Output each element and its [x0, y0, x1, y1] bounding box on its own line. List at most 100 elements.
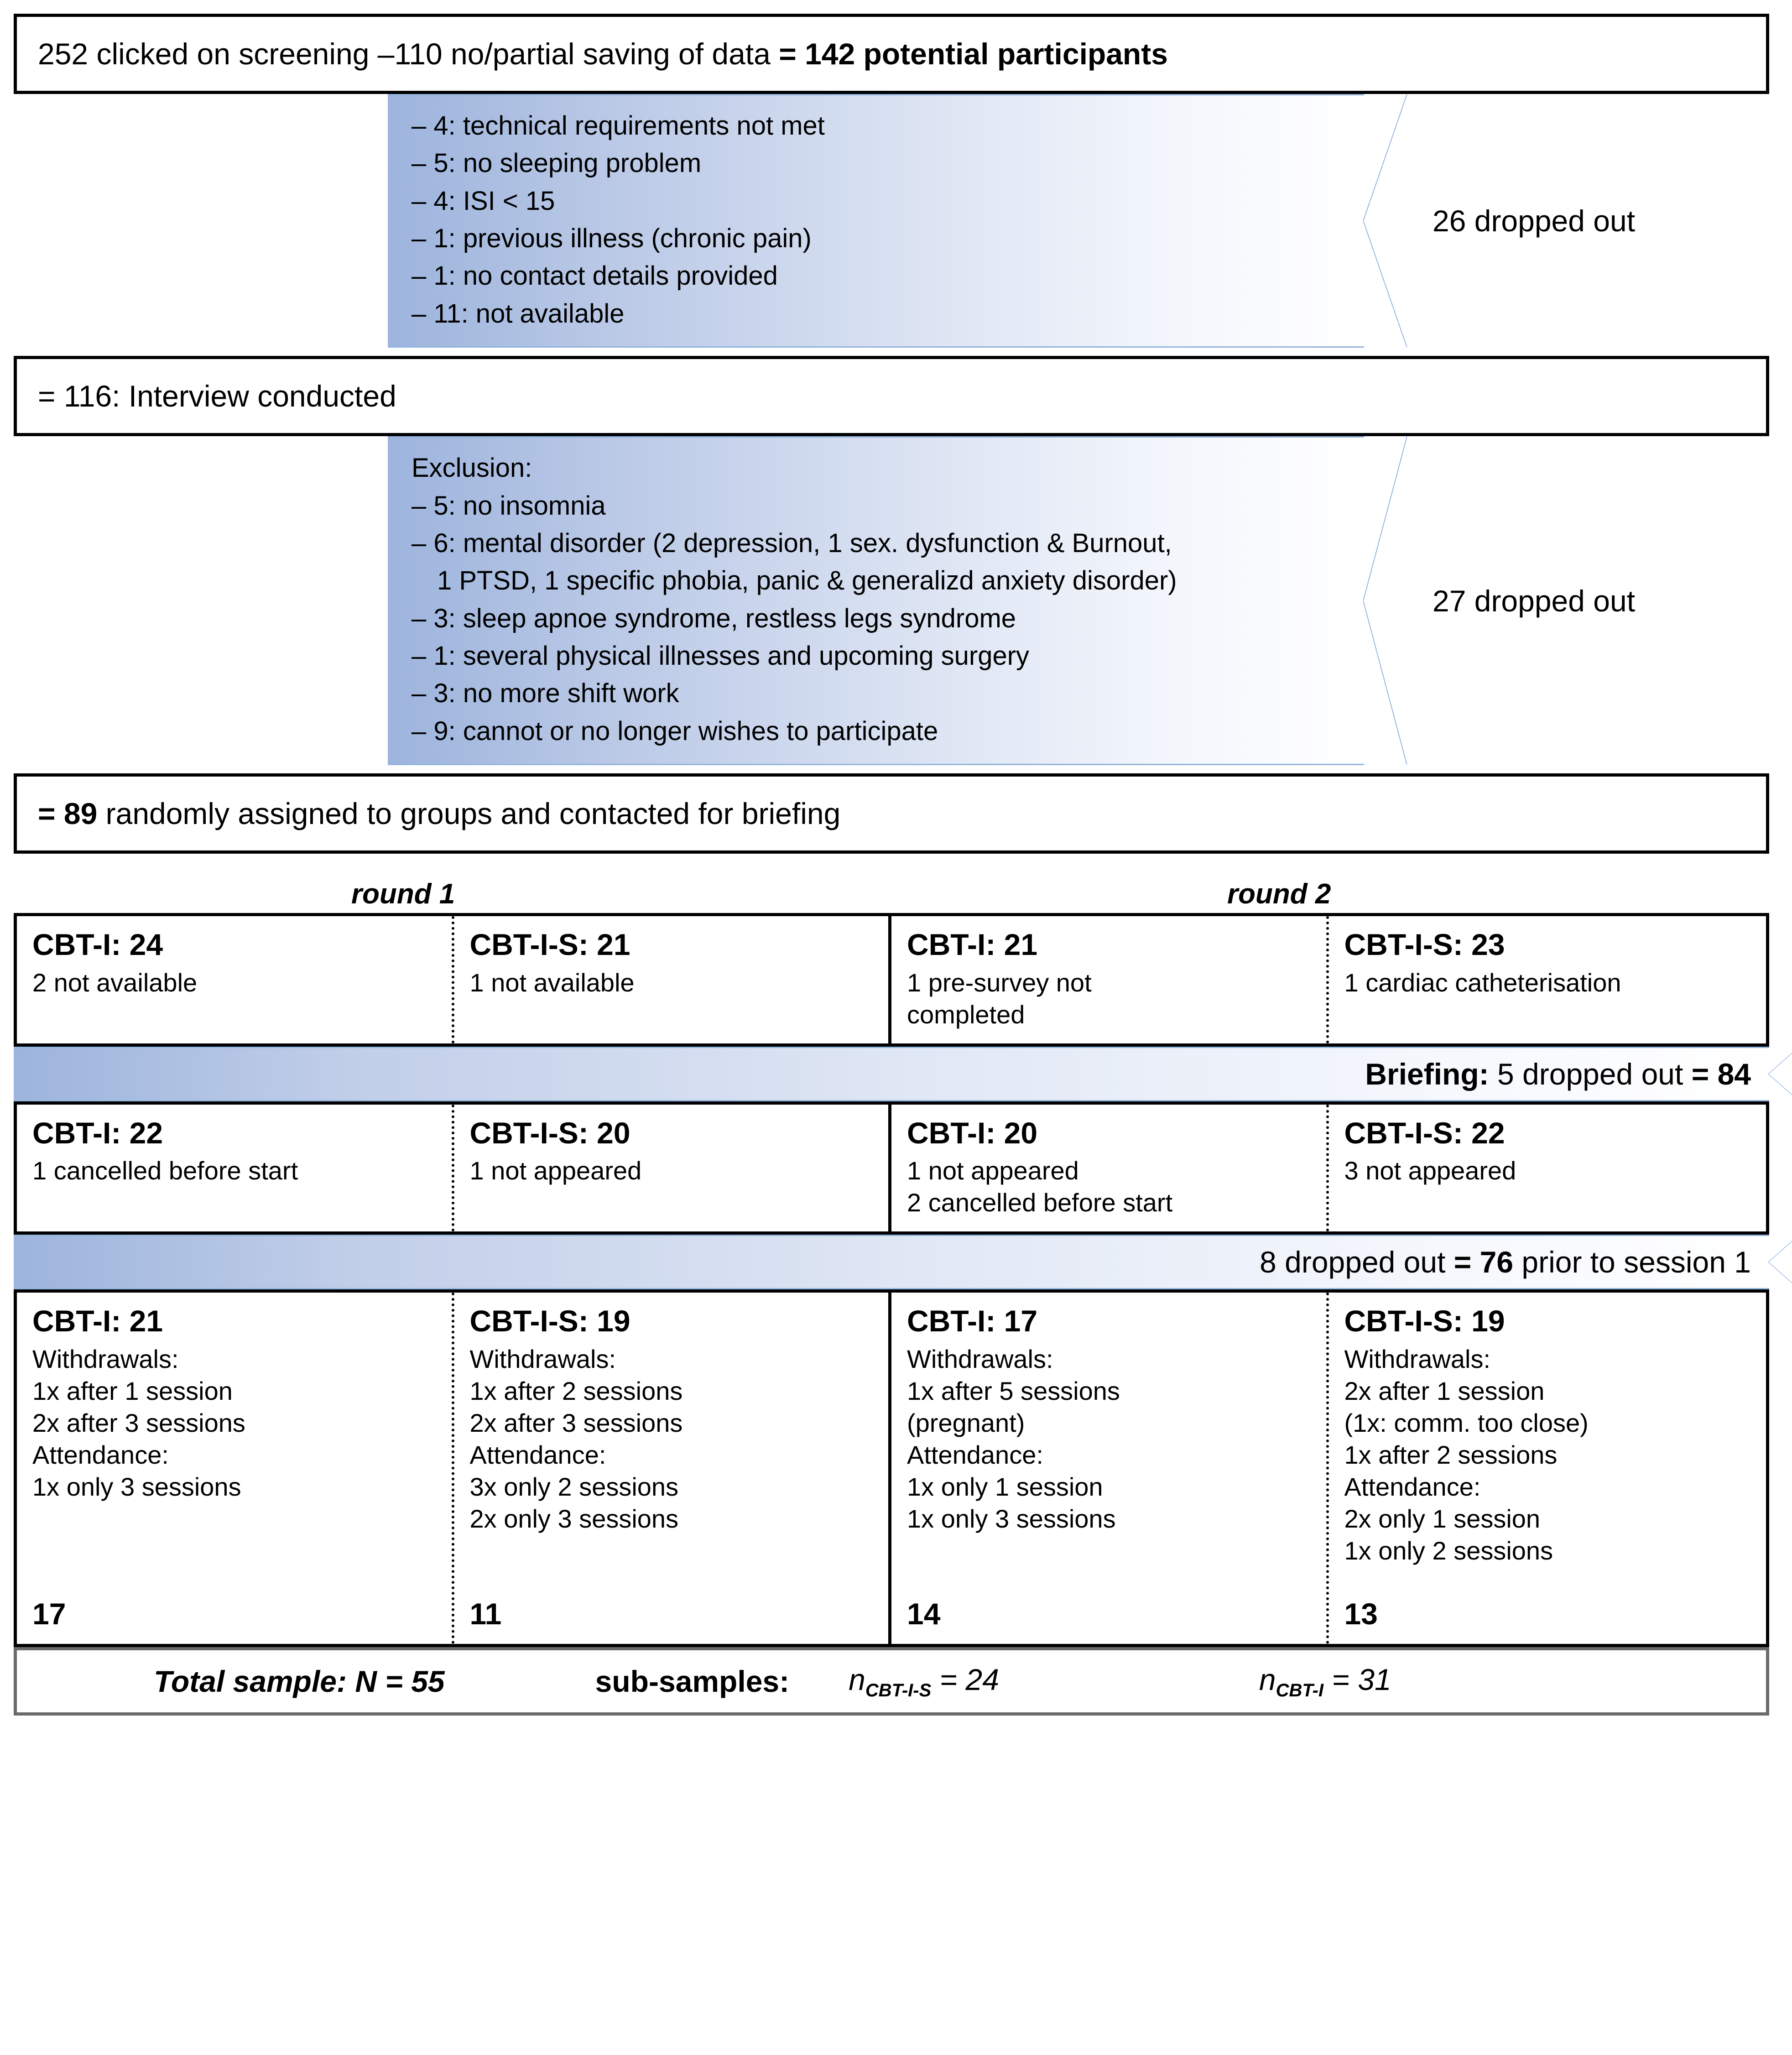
group-cell-title: CBT-I-S: 22 — [1344, 1116, 1505, 1150]
group-cell-line: 1x after 5 sessions — [907, 1376, 1120, 1405]
n-cbt-i-s-segment: nCBT-I-S = 24 — [849, 1662, 999, 1701]
group-cell-line: 1 not appeared — [907, 1156, 1079, 1185]
group-cell-line: 1x after 1 session — [32, 1376, 233, 1405]
group-cell-line: 2x only 1 session — [1344, 1504, 1541, 1533]
stage-box-interview: = 116: Interview conducted — [14, 356, 1769, 437]
group-cell-title: CBT-I-S: 21 — [469, 928, 630, 962]
n-cbt-i-s-subscript: CBT-I-S — [865, 1680, 932, 1700]
sub-samples-label: sub-samples: — [595, 1664, 790, 1699]
group-cell-line: (1x: comm. too close) — [1344, 1408, 1589, 1437]
dropout-1-item: – 5: no sleeping problem — [412, 148, 702, 178]
banner-briefing: Briefing: 5 dropped out = 84 — [14, 1046, 1792, 1101]
total-sample-segment: Total sample: N = 55 — [154, 1664, 445, 1699]
dropout-chevron-2-body: Exclusion: – 5: no insomnia – 6: mental … — [388, 436, 1407, 766]
group-cell: CBT-I-S: 21 1 not available — [454, 916, 891, 1043]
group-cell-total: 11 — [469, 1597, 502, 1631]
group-cell-title: CBT-I-S: 23 — [1344, 928, 1505, 962]
group-cell-line: 1 not appeared — [469, 1156, 642, 1185]
group-cell: CBT-I-S: 19 Withdrawals: 2x after 1 sess… — [1329, 1293, 1766, 1644]
dropout-1-item: – 1: no contact details provided — [412, 261, 778, 291]
stage-box-screening-text: 252 clicked on screening –110 no/partial… — [38, 37, 1168, 71]
group-cell-title: CBT-I: 21 — [907, 928, 1038, 962]
total-sample-variable: N — [355, 1664, 377, 1699]
dropout-2-item: – 5: no insomnia — [412, 490, 606, 521]
total-sample-label: Total sample: — [154, 1664, 347, 1699]
group-row-briefed: CBT-I: 22 1 cancelled before start CBT-I… — [14, 1101, 1769, 1235]
banner-session1-text: 8 dropped out = 76 prior to session 1 — [1260, 1245, 1751, 1279]
group-cell: CBT-I-S: 19 Withdrawals: 1x after 2 sess… — [454, 1293, 891, 1644]
participant-flow-diagram: 252 clicked on screening –110 no/partial… — [0, 14, 1792, 1716]
dropout-2-item: – 3: sleep apnoe syndrome, restless legs… — [412, 603, 1016, 633]
dropout-chevron-1-body: – 4: technical requirements not met – 5:… — [388, 94, 1407, 348]
dropout-2-heading: Exclusion: — [412, 453, 532, 483]
group-cell: CBT-I-S: 22 3 not appeared — [1329, 1105, 1766, 1232]
banner-session1-bold: = 76 — [1453, 1245, 1514, 1279]
dropout-1-item: – 4: technical requirements not met — [412, 111, 825, 141]
group-row-assigned: CBT-I: 24 2 not available CBT-I-S: 21 1 … — [14, 913, 1769, 1047]
group-cell: CBT-I: 24 2 not available — [17, 916, 454, 1043]
banner-briefing-plain: 5 dropped out — [1489, 1057, 1692, 1091]
group-cell: CBT-I: 20 1 not appeared 2 cancelled bef… — [891, 1104, 1329, 1232]
group-cell-line: 1 cardiac catheterisation — [1344, 968, 1621, 997]
group-cell: CBT-I-S: 20 1 not appeared — [454, 1104, 891, 1232]
banner-session1-plain-2: prior to session 1 — [1513, 1245, 1751, 1279]
group-cell-line: Withdrawals: — [907, 1344, 1053, 1373]
group-cell-line: 2 not available — [32, 968, 198, 997]
banner-briefing-bold-1: Briefing: — [1365, 1057, 1489, 1091]
group-cell-line: 2x after 3 sessions — [469, 1408, 683, 1437]
n-cbt-i-value: = 31 — [1332, 1662, 1391, 1696]
group-cell-line: Attendance: — [32, 1440, 169, 1469]
group-cell-line: 1x only 2 sessions — [1344, 1536, 1553, 1565]
banner-session1-plain-1: 8 dropped out — [1260, 1245, 1454, 1279]
group-cell-line: Attendance: — [907, 1440, 1043, 1469]
banner-briefing-row: Briefing: 5 dropped out = 84 — [14, 1046, 1792, 1101]
total-sample-value: = 55 — [385, 1664, 445, 1699]
group-cell-line: Attendance: — [469, 1440, 606, 1469]
group-cell-line: Withdrawals: — [1344, 1344, 1491, 1373]
group-cell: CBT-I: 21 Withdrawals: 1x after 1 sessio… — [17, 1293, 454, 1644]
group-cell-line: 1x only 3 sessions — [32, 1472, 241, 1501]
randomised-bold: = 89 — [38, 796, 98, 830]
group-cell-line: 2 cancelled before start — [907, 1188, 1173, 1217]
stage-box-interview-text: = 116: Interview conducted — [38, 379, 396, 413]
dropout-1-item: – 1: previous illness (chronic pain) — [412, 224, 812, 254]
round-1-label: round 1 — [351, 878, 455, 910]
group-cell-title: CBT-I: 22 — [32, 1116, 163, 1150]
dropout-2-item: – 6: mental disorder (2 depression, 1 se… — [412, 528, 1172, 558]
dropout-2-item: – 9: cannot or no longer wishes to parti… — [412, 716, 938, 746]
group-cell-title: CBT-I-S: 19 — [469, 1304, 630, 1338]
group-cell-line: 1x only 1 session — [907, 1472, 1103, 1501]
n-cbt-i-symbol: n — [1259, 1662, 1276, 1696]
group-cell: CBT-I-S: 23 1 cardiac catheterisation — [1329, 916, 1766, 1043]
group-cell-line: 1 pre-survey not — [907, 968, 1092, 997]
stage-box-randomised-text: = 89 randomly assigned to groups and con… — [38, 797, 840, 830]
dropout-2-item: 1 PTSD, 1 specific phobia, panic & gener… — [437, 566, 1177, 596]
group-cell-line: 1x after 2 sessions — [1344, 1440, 1558, 1469]
group-cell-line: 2x only 3 sessions — [469, 1504, 679, 1533]
group-cell-line: Withdrawals: — [32, 1344, 179, 1373]
group-cell: CBT-I: 21 1 pre-survey not completed — [891, 916, 1329, 1043]
group-cell: CBT-I: 17 Withdrawals: 1x after 5 sessio… — [891, 1293, 1329, 1644]
banner-briefing-text: Briefing: 5 dropped out = 84 — [1365, 1057, 1751, 1091]
group-cell-line: 3 not appeared — [1344, 1156, 1516, 1185]
group-cell-line: 1 cancelled before start — [32, 1156, 298, 1185]
group-cell: CBT-I: 22 1 cancelled before start — [17, 1104, 454, 1232]
group-cell-line: 2x after 1 session — [1344, 1376, 1545, 1405]
group-cell-line: 2x after 3 sessions — [32, 1408, 245, 1437]
screening-bold: = 142 potential participants — [779, 37, 1168, 71]
randomised-plain: randomly assigned to groups and contacte… — [97, 796, 841, 830]
dropout-chevron-2: Exclusion: – 5: no insomnia – 6: mental … — [14, 436, 1769, 766]
banner-session1: 8 dropped out = 76 prior to session 1 — [14, 1235, 1792, 1290]
n-cbt-i-subscript: CBT-I — [1276, 1680, 1324, 1700]
dropout-2-label: 27 dropped out — [1433, 584, 1636, 618]
group-cell-title: CBT-I: 17 — [907, 1304, 1038, 1338]
n-cbt-i-s-symbol: n — [849, 1662, 865, 1696]
banner-briefing-bold-2: = 84 — [1691, 1057, 1751, 1091]
group-cell-line: Withdrawals: — [469, 1344, 616, 1373]
dropout-2-item: – 1: several physical illnesses and upco… — [412, 641, 1030, 671]
group-cell-line: 1x only 3 sessions — [907, 1504, 1116, 1533]
round-labels: round 1 round 2 — [14, 854, 1769, 913]
group-cell-title: CBT-I-S: 19 — [1344, 1304, 1505, 1338]
group-cell-total: 13 — [1344, 1597, 1378, 1631]
group-cell-title: CBT-I: 24 — [32, 928, 163, 962]
